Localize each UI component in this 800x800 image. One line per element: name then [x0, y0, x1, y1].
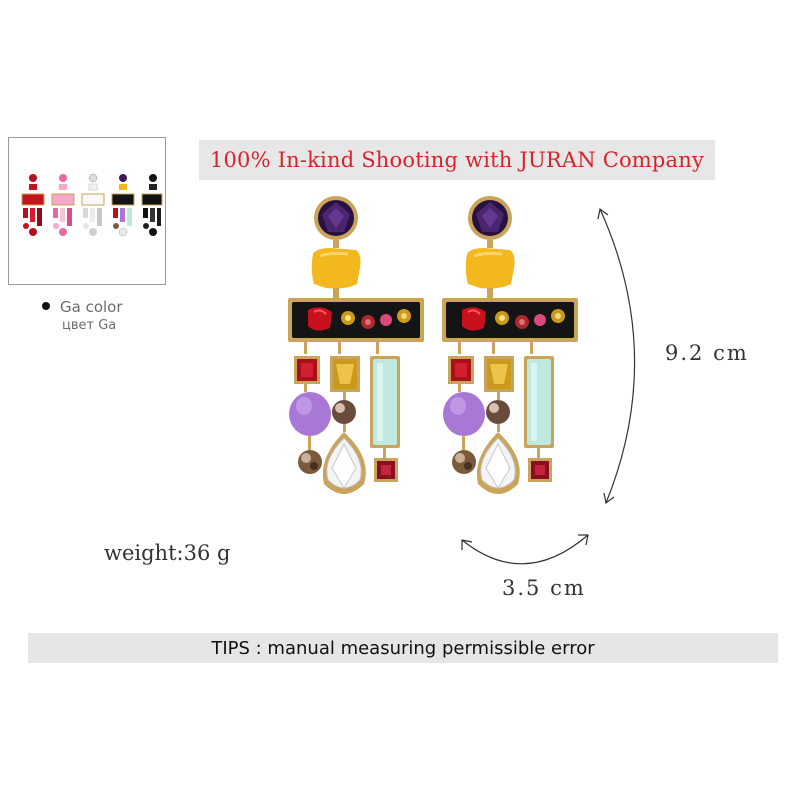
- color-variants-thumbnail[interactable]: [8, 137, 166, 285]
- variant-pink: [51, 174, 75, 236]
- length-dimension-label: 9.2 cm: [665, 341, 749, 365]
- color-option-label-ru: цвет Ga: [62, 318, 117, 333]
- company-banner: 100% In-kind Shooting with JURAN Company: [199, 140, 715, 180]
- width-dimension-label: 3.5 cm: [502, 576, 586, 600]
- tips-text: TIPS : manual measuring permissible erro…: [211, 637, 595, 659]
- measurement-arrows: [461, 207, 636, 565]
- variant-thumbnail-image: [21, 173, 163, 237]
- color-option[interactable]: Ga color: [42, 298, 123, 316]
- variant-multicolor: [111, 174, 135, 237]
- weight-label: weight:36 g: [104, 541, 231, 565]
- bullet-dot-icon: [42, 302, 50, 310]
- tips-bar: TIPS : manual measuring permissible erro…: [28, 633, 778, 663]
- color-option-label: Ga color: [60, 298, 123, 316]
- horizontal-measure-arrow-icon: [461, 534, 589, 565]
- vertical-measure-arrow-icon: [597, 207, 636, 505]
- variant-red: [21, 174, 45, 236]
- variant-white: [81, 173, 105, 236]
- left-earring: [286, 194, 426, 496]
- variant-black: [141, 174, 163, 236]
